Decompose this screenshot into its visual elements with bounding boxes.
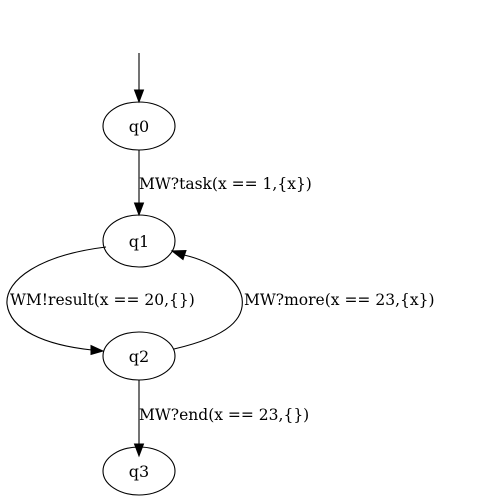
state-label-q2: q2 xyxy=(129,347,149,366)
state-q2: q2 xyxy=(102,331,176,381)
state-label-q1: q1 xyxy=(129,232,149,251)
state-q3: q3 xyxy=(102,446,176,496)
state-label-q0: q0 xyxy=(129,117,149,136)
state-q0: q0 xyxy=(102,101,176,151)
transition-label-q2-q3: MW?end(x == 23,{}) xyxy=(139,406,309,424)
transition-q2-q1: MW?more(x == 23,{x}) xyxy=(170,249,435,350)
transition-label-q2-q1: MW?more(x == 23,{x}) xyxy=(244,291,435,309)
transition-q2-q3: MW?end(x == 23,{}) xyxy=(133,380,309,458)
state-q1: q1 xyxy=(102,214,176,268)
state-label-q3: q3 xyxy=(129,462,149,481)
transition-q1-q2: WM!result(x == 20,{}) xyxy=(6,246,195,356)
transition-label-q0-q1: MW?task(x == 1,{x}) xyxy=(139,175,312,193)
transition-label-q1-q2: WM!result(x == 20,{}) xyxy=(10,291,195,309)
initial-arrow xyxy=(133,53,145,104)
transition-q0-q1: MW?task(x == 1,{x}) xyxy=(133,150,312,217)
